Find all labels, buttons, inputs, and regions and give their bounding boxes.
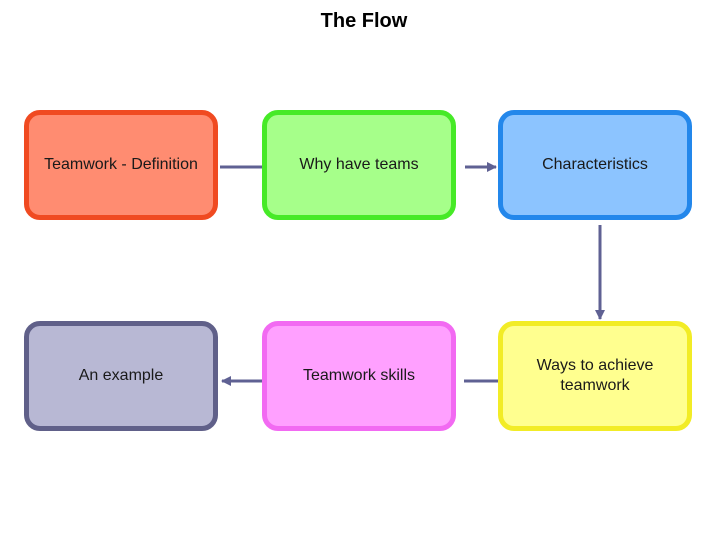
node-an-example: An example <box>24 321 218 431</box>
node-label: Characteristics <box>542 156 648 173</box>
node-label: Teamwork - Definition <box>44 156 198 173</box>
node-label: Teamwork skills <box>302 367 415 384</box>
node-teamwork-skills: Teamwork skills <box>262 321 456 431</box>
node-ways-to-achieve-teamwork: Ways to achieve teamwork <box>498 321 692 431</box>
node-label: An example <box>78 367 164 384</box>
node-label: Ways to achieve teamwork <box>536 357 654 394</box>
page-title: The Flow <box>320 10 408 32</box>
node-characteristics: Characteristics <box>498 110 692 220</box>
node-label: Why have teams <box>299 156 419 173</box>
node-teamwork-definition: Teamwork - Definition <box>24 110 218 220</box>
node-why-have-teams: Why have teams <box>262 110 456 220</box>
